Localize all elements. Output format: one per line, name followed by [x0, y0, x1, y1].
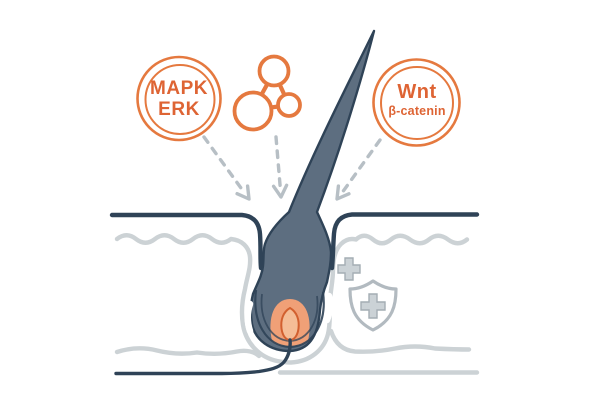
mapk-label-line1: MAPK [150, 78, 208, 99]
shield-cross-icon [360, 293, 386, 319]
epidermis-wavy-line [114, 233, 470, 365]
molecule-node-right [276, 92, 302, 118]
skin-surface-line-left [109, 212, 264, 271]
mapk-erk-badge-circle-inner [144, 64, 216, 135]
mapk-erk-badge-label: MAPK ERK [150, 78, 208, 120]
mapk-label-line2: ERK [158, 99, 200, 120]
skin-surface-line-right [329, 212, 480, 271]
wnt-label-line1: Wnt [397, 81, 437, 103]
follicle-highlights [244, 292, 334, 335]
molecule-node-top [257, 54, 291, 88]
protection-icons [337, 257, 398, 332]
dermis-wavy-line-left [114, 346, 262, 359]
pathway-arrow-wnt-head [335, 184, 351, 201]
pathway-arrow-mapk-head [235, 184, 251, 201]
wnt-badge-circle-outer [372, 58, 461, 147]
molecule-node-left [232, 90, 274, 132]
follicle-highlight-left [244, 300, 254, 335]
hair-shaft-and-follicle [249, 29, 376, 353]
pathway-arrow-wnt [339, 138, 382, 196]
plus-icon [337, 257, 361, 281]
molecule-icon [232, 54, 302, 132]
wnt-badge-circle-inner [380, 66, 454, 140]
mapk-erk-badge-circle-outer [136, 55, 222, 142]
skin-surface [109, 212, 480, 271]
badge-circles [136, 55, 461, 147]
blood-vessel-line [114, 338, 292, 376]
dermis-lines [114, 233, 480, 375]
follicle-highlight-right [323, 292, 334, 324]
dermis-wavy-line-right [328, 328, 472, 354]
wnt-label-line2: β-catenin [388, 104, 446, 118]
dermal-papilla [280, 306, 300, 342]
wnt-badge-label: Wnt β-catenin [388, 81, 445, 119]
pathway-arrow-molecule-head [271, 183, 289, 199]
pathway-arrow-mapk [202, 135, 247, 196]
pathway-arrows [202, 135, 382, 201]
pathway-arrow-molecule [274, 135, 283, 193]
